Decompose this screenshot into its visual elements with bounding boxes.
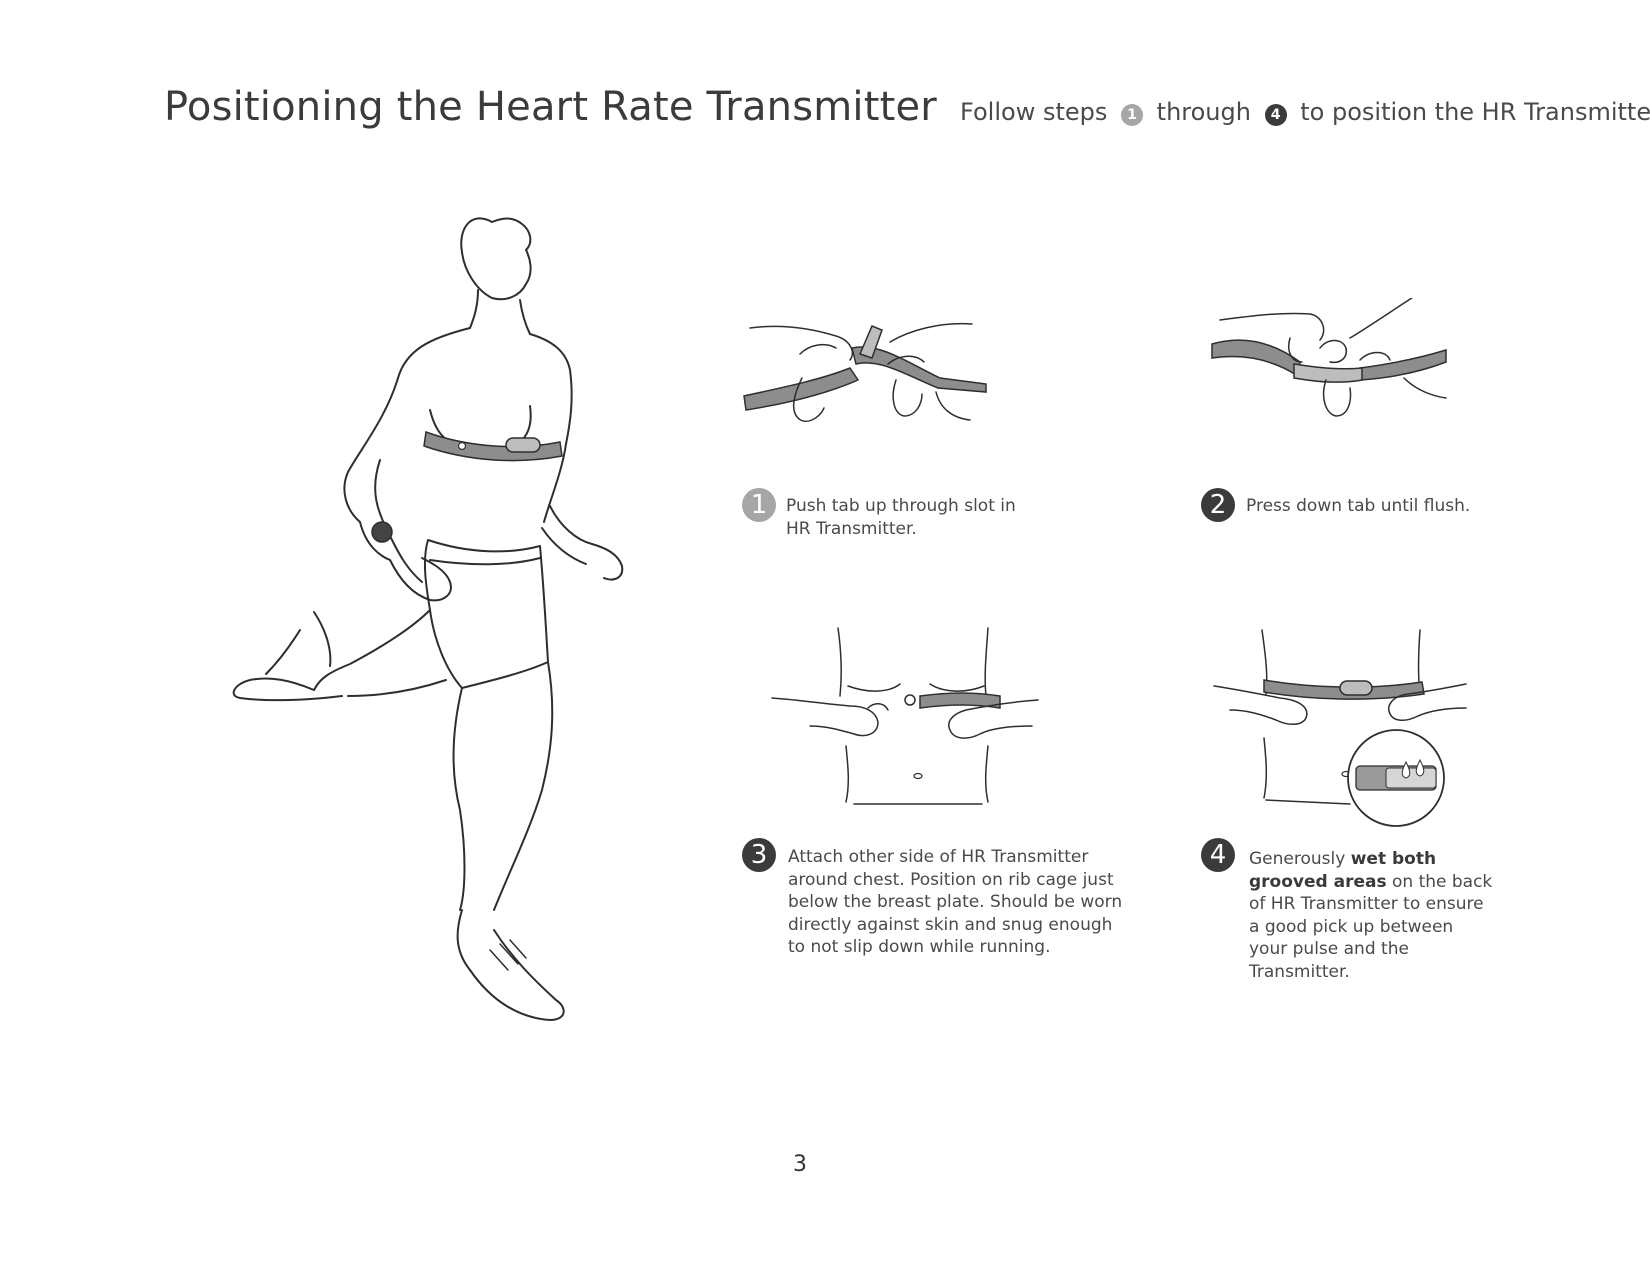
step-text-4: Generously wet both grooved areas on the… xyxy=(1249,848,1494,983)
runner-illustration xyxy=(230,210,670,1090)
step-badge-2: 2 xyxy=(1201,488,1235,522)
step-badge-3: 3 xyxy=(742,838,776,872)
step1-illustration xyxy=(740,318,990,438)
page-number: 3 xyxy=(770,1152,830,1177)
subtitle-step-badge-4: 4 xyxy=(1265,104,1287,126)
subtitle-middle: through xyxy=(1157,98,1251,126)
page-subtitle: Follow steps 1 through 4 to position the… xyxy=(960,98,1650,126)
step2-illustration xyxy=(1210,298,1450,428)
page-title: Positioning the Heart Rate Transmitter xyxy=(164,84,937,130)
step-text-3: Attach other side of HR Transmitter arou… xyxy=(788,846,1128,959)
step-text-2: Press down tab until flush. xyxy=(1246,495,1526,518)
step-text-4-before: Generously xyxy=(1249,849,1351,869)
step4-illustration xyxy=(1210,628,1470,838)
subtitle-before: Follow steps xyxy=(960,98,1107,126)
step-badge-4: 4 xyxy=(1201,838,1235,872)
page-header: Positioning the Heart Rate Transmitter F… xyxy=(164,84,1590,130)
step-text-1: Push tab up through slot in HR Transmitt… xyxy=(786,495,1016,540)
step-badge-1: 1 xyxy=(742,488,776,522)
step3-illustration xyxy=(770,626,1040,806)
subtitle-step-badge-1: 1 xyxy=(1121,104,1143,126)
subtitle-after: to position the HR Transmitter. xyxy=(1300,98,1650,126)
